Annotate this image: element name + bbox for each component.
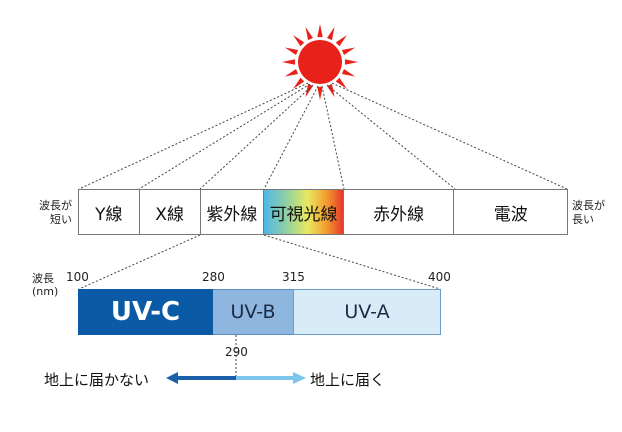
electromagnetic-spectrum-bar: Y線 X線 紫外線 可視光線 赤外線 電波 bbox=[78, 189, 568, 235]
band-radio-wave: 電波 bbox=[493, 204, 528, 225]
sun-ray bbox=[335, 35, 347, 47]
sun-ray bbox=[293, 77, 305, 89]
long-wavelength-label: 波長が 長い bbox=[572, 199, 605, 226]
sun-icon bbox=[282, 24, 358, 100]
sun-ray bbox=[284, 69, 299, 77]
sun-ray bbox=[282, 59, 296, 65]
sun-ray bbox=[305, 26, 313, 41]
sun-ray bbox=[341, 69, 356, 77]
ground-arrow bbox=[166, 372, 306, 384]
sun-ray bbox=[317, 86, 323, 100]
uv-a-band: UV-A bbox=[293, 289, 441, 335]
sun-ray bbox=[327, 83, 335, 98]
uv-zoom-lines bbox=[78, 234, 441, 290]
tick-315: 315 bbox=[282, 270, 305, 284]
sun-ray bbox=[341, 47, 356, 55]
reach-arrow-shaft bbox=[236, 376, 294, 380]
tick-290: 290 bbox=[225, 345, 248, 359]
tick-400: 400 bbox=[428, 270, 451, 284]
uv-bands-bar: UV-C UV-B UV-A bbox=[78, 289, 441, 335]
tick-280: 280 bbox=[202, 270, 225, 284]
short-wavelength-label: 波長が 短い bbox=[39, 199, 72, 226]
sun-ray bbox=[305, 83, 313, 98]
uv-c-band: UV-C bbox=[78, 289, 213, 335]
left-arrowhead bbox=[166, 372, 178, 384]
not-reach-arrow-shaft bbox=[177, 376, 236, 380]
band-visible-light: 可視光線 bbox=[264, 190, 344, 234]
band-infrared: 赤外線 bbox=[344, 190, 455, 234]
uv-b-band: UV-B bbox=[213, 289, 293, 335]
right-arrowhead bbox=[293, 372, 306, 384]
sun-ray bbox=[344, 59, 358, 65]
sun-ray bbox=[317, 24, 323, 38]
sun-ray bbox=[284, 47, 299, 55]
band-gamma-ray: Y線 bbox=[79, 190, 140, 234]
band-ultraviolet: 紫外線 bbox=[201, 190, 265, 234]
tick-100: 100 bbox=[66, 270, 89, 284]
not-reach-ground-label: 地上に届かない bbox=[44, 371, 150, 389]
sun-ray bbox=[335, 77, 347, 89]
uv-wavelength-unit-label: 波長 (nm) bbox=[32, 272, 59, 298]
sun-ray bbox=[293, 35, 305, 47]
band-x-ray: X線 bbox=[140, 190, 201, 234]
reach-ground-label: 地上に届く bbox=[310, 371, 386, 389]
sun-ray bbox=[327, 26, 335, 41]
sun-dotted-lines bbox=[78, 82, 568, 190]
